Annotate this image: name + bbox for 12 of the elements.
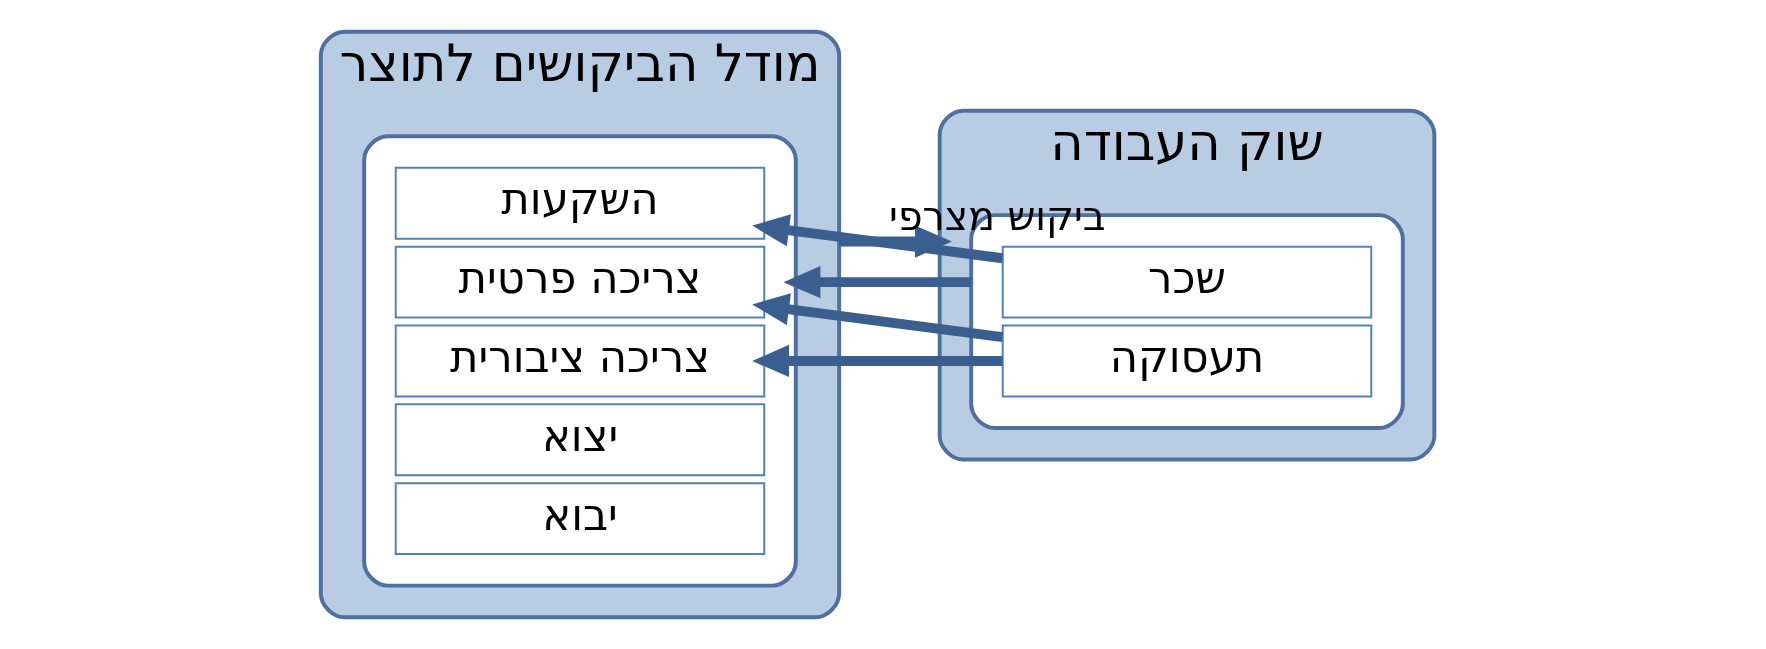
arrow bbox=[751, 214, 1003, 264]
node-box: יבוא bbox=[394, 482, 765, 556]
node-box: צריכה פרטית bbox=[394, 245, 765, 319]
arrow bbox=[751, 293, 1003, 342]
node-box: צריכה ציבורית bbox=[394, 324, 765, 398]
arrow bbox=[783, 265, 971, 299]
node-box: השקעות bbox=[394, 166, 765, 240]
cluster bbox=[361, 134, 798, 588]
arrow bbox=[751, 344, 1002, 378]
node-box: שכר bbox=[1001, 245, 1372, 319]
node-box: יצוא bbox=[394, 403, 765, 477]
node-box: תעסוקה bbox=[1001, 324, 1372, 398]
